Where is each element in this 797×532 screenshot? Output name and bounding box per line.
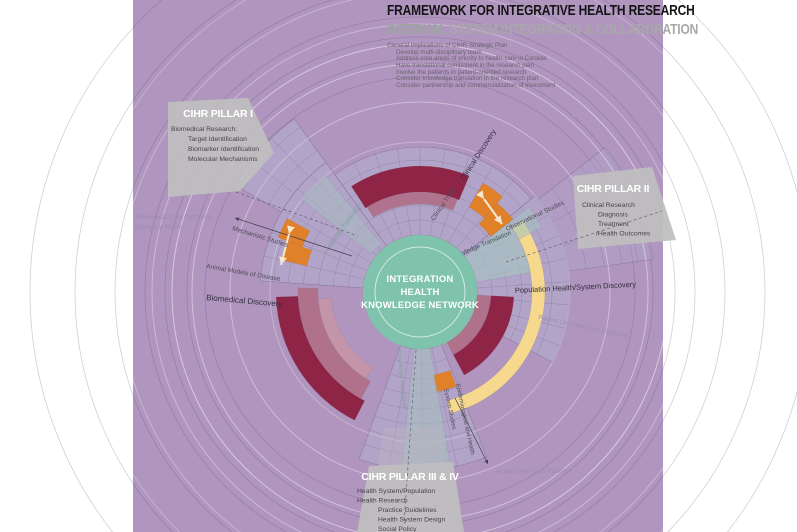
implication-item: Develop multi-disciplinary team — [396, 48, 482, 56]
pillar-2-line: /Health Outcomes — [596, 231, 651, 238]
integration-hub: INTEGRATION HEALTH KNOWLEDGE NETWORK — [361, 235, 479, 349]
header: FRAMEWORK FOR INTEGRATIVE HEALTH RESEARC… — [387, 2, 698, 90]
pillar-1-box: CIHR PILLAR I Biomedical Research: Targe… — [168, 98, 274, 197]
guide-circle-white — [171, 43, 669, 532]
band-biomedical-light — [318, 297, 374, 379]
poster-title: FRAMEWORK FOR INTEGRATIVE HEALTH RESEARC… — [387, 2, 695, 19]
sector-biomedical-ext-gridarc — [268, 150, 318, 205]
guide-circle-gray — [114, 0, 726, 532]
guide-circle-gray — [74, 0, 766, 532]
sector-clinical-gridarc — [342, 159, 522, 208]
implication-item: Have translational component in the rese… — [396, 62, 534, 70]
pillar-3-4-line: Health System Design — [378, 517, 445, 524]
sector-biomedical-gridradial — [282, 209, 372, 263]
sector-clinical-gridarc — [368, 204, 487, 237]
sector-population-gridradial — [476, 281, 570, 289]
label-biomedical-core-platforms: Biomedical Core Platforms — [135, 214, 213, 221]
hub-text-line: HEALTH — [400, 287, 439, 298]
sector-biomedical-ext-gridarc — [255, 138, 309, 198]
pillar-1-line: Target Identification — [188, 136, 247, 143]
pillar-3-4-box: CIHR PILLAR III & IV Health System/Popul… — [357, 462, 464, 532]
sector-population-ext-gridarc — [552, 188, 587, 269]
implication-item: Involve the patients in patient-oriented… — [396, 68, 527, 76]
sector-clinical-gridarc — [377, 219, 476, 246]
label-biological-banks: Biological Banks — [135, 224, 183, 231]
band-clinical-mauve — [366, 191, 458, 218]
hub-inner-ring — [374, 246, 466, 338]
exchange-arrow-clinical — [476, 190, 503, 225]
label-action-data-core-platform: Action Data Core Platform — [496, 468, 572, 475]
band-knowledge-translation-left — [301, 175, 382, 255]
guide-circle-white — [151, 23, 689, 532]
pillar-1-title: CIHR PILLAR I — [183, 108, 253, 120]
band-knowledge-translation-right-outer — [507, 206, 543, 240]
hub-text-line: INTEGRATION — [387, 274, 454, 285]
guide-circle-gray — [144, 16, 696, 532]
dashed-guide-left — [235, 191, 359, 237]
implications-list: General Implications of CIHR Strategic P… — [387, 42, 687, 90]
sector-health-system-gridradial — [431, 347, 458, 467]
pillar-3-4-line: Health Research — [357, 498, 408, 505]
pillar-2-title: CIHR PILLAR II — [577, 183, 650, 195]
guide-circle-white — [79, 0, 761, 532]
guides-and-arrows — [234, 190, 663, 525]
implication-item: Address core areas of priority to health… — [396, 55, 547, 63]
implication-item: Consider partnership and commercializati… — [396, 82, 556, 90]
exchange-arrow-biomedical — [279, 225, 295, 266]
guide-circle-gray — [29, 0, 797, 532]
pillar-1-background — [168, 98, 274, 197]
arrow-to-action-data-core-platform — [454, 397, 489, 465]
subtitle-internal: INTERNAL — [387, 21, 447, 38]
sector-biomedical-ext-gridradial — [271, 137, 310, 178]
dashed-guide-bottom — [403, 349, 417, 525]
pillar-1-line: Biomedical Research: — [171, 126, 237, 133]
pillar-2-background — [573, 167, 676, 249]
guide-circle-gray — [164, 36, 676, 532]
band-knowledge-translation-right — [464, 222, 531, 283]
hub-circle — [363, 235, 477, 349]
pillar-3-4-line: Practice Guidelines — [378, 507, 437, 514]
implications-title: General Implications of CIHR Strategic P… — [387, 42, 508, 49]
pillar-3-4-title: CIHR PILLAR III & IV — [361, 471, 459, 483]
sector-clinical-gridradial — [448, 166, 493, 243]
pillar-3-4-background — [357, 462, 464, 532]
band-yellow-patient-oriented — [446, 220, 546, 414]
pillar-3-4-line: Social Policy — [378, 526, 417, 532]
hub-text-line: KNOWLEDGE NETWORK — [361, 300, 479, 311]
pillar-3-4-line: Health System/Population — [357, 488, 435, 495]
guide-circle-white — [119, 0, 721, 532]
pillar-1-line: Molecular Mechanisms — [188, 156, 258, 163]
dashed-guide-right — [505, 210, 663, 263]
pillar-2-line: Treatment — [598, 221, 629, 228]
pillar-1-line: Biomarker Identification — [188, 146, 259, 153]
poster-subtitle: INTERNAL SYSTEM INTEGRATION & COLLABORAT… — [387, 21, 698, 38]
subtitle-rest: SYSTEM INTEGRATION & COLLABORATION — [449, 21, 699, 38]
pillar-2-line: Clinical Research — [582, 202, 635, 209]
pillar-2-line: Diagnosis — [598, 212, 628, 219]
pillar-2-box: CIHR PILLAR II Clinical Research Diagnos… — [573, 167, 676, 249]
implication-item: Consider knowledge translation in the re… — [396, 75, 539, 83]
